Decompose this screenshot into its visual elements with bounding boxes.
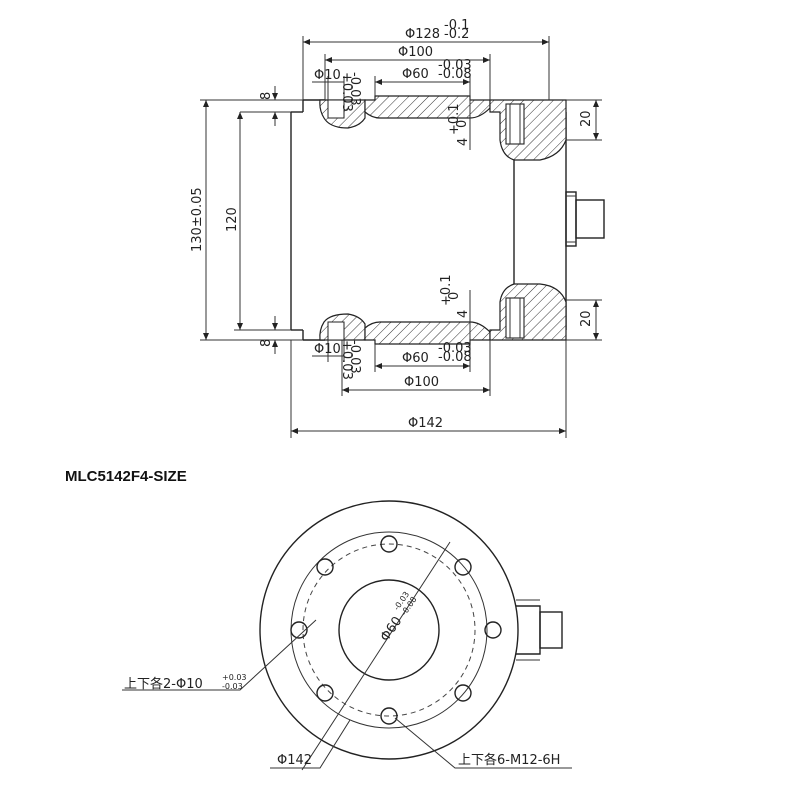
plan-pin-label: 上下各2-Φ10	[124, 676, 203, 692]
dim-d10-bot-tol-up: +0.03	[339, 340, 354, 380]
dim-h20-top: 20	[579, 110, 594, 127]
dim-d10-top: Φ10	[314, 68, 341, 83]
top-dimensions: Φ128 -0.1 -0.2 Φ100 Φ10 +0.03 -0.03 Φ60 …	[240, 18, 602, 150]
pin-leader	[122, 619, 317, 691]
dim-d10-bot-tol-dn: -0.03	[347, 340, 362, 374]
dim-d60-bot-tol-up: -0.03	[438, 341, 472, 356]
top-flange-section	[291, 95, 567, 161]
plan-view: 上下各2-Φ10 +0.03 -0.03 Φ142 上下各6-M12-6H Φ6…	[122, 500, 572, 771]
thread-leader	[394, 717, 572, 769]
cable-connector	[565, 191, 605, 247]
height-dimensions: 130±0.05 120	[190, 99, 303, 341]
plan-outer-label: Φ142	[277, 753, 312, 768]
bolt-hole	[380, 707, 398, 725]
outer-leader	[270, 719, 351, 769]
plan-pin-tol-dn: -0.03	[222, 682, 243, 691]
dim-h8-bot: 8	[259, 339, 274, 347]
dim-depth4-bot: 4	[456, 310, 471, 318]
dim-h8-top: 8	[259, 92, 274, 100]
dim-d142: Φ142	[408, 416, 443, 431]
bolt-hole	[484, 621, 502, 639]
dim-h20-bot: 20	[579, 310, 594, 327]
plan-thread-label: 上下各6-M12-6H	[458, 752, 560, 768]
dim-h120: 120	[225, 207, 240, 232]
dim-depth4-bot-tol-dn: 0	[447, 292, 462, 300]
side-view: Φ128 -0.1 -0.2 Φ100 Φ10 +0.03 -0.03 Φ60 …	[190, 18, 605, 438]
plan-d60-group: Φ60 -0.03 -0.08	[378, 590, 419, 645]
dim-d10-top-tol-up: +0.03	[339, 72, 354, 112]
bolt-hole	[290, 621, 308, 639]
outer-circle	[259, 500, 519, 760]
dim-depth4-bot-tol-up: +0.1	[439, 274, 454, 306]
center-bore	[338, 579, 440, 681]
diameter-line	[301, 541, 451, 771]
dim-d60-top: Φ60	[402, 67, 429, 82]
dim-d100-top: Φ100	[398, 45, 433, 60]
dim-d60-top-tol-up: -0.03	[438, 58, 472, 73]
dim-d128: Φ128	[405, 27, 440, 42]
dim-d100-bot: Φ100	[404, 375, 439, 390]
dim-d60-bot-tol-dn: -0.08	[438, 350, 472, 365]
dim-d128-tol-dn: -0.2	[444, 27, 469, 42]
bolt-hole	[380, 535, 398, 553]
dim-d10-bot: Φ10	[314, 342, 341, 357]
dim-d60-bot: Φ60	[402, 351, 429, 366]
bolt-hole	[454, 558, 472, 576]
bolt-hole	[454, 684, 472, 702]
dim-depth4-top-tol-up: +0.1	[447, 103, 462, 135]
plan-connector	[516, 599, 563, 661]
bolt-holes	[290, 535, 502, 725]
bolt-hole	[316, 558, 334, 576]
dim-depth4-top: 4	[456, 138, 471, 146]
dim-depth4-top-tol-dn: 0	[455, 120, 470, 128]
plan-pin-tol-up: +0.03	[222, 673, 247, 682]
plan-d60-label: Φ60	[378, 614, 406, 645]
dim-h130: 130±0.05	[190, 187, 205, 252]
bolt-hole	[316, 684, 334, 702]
bottom-flange-section	[291, 283, 567, 345]
dim-d60-top-tol-dn: -0.08	[438, 67, 472, 82]
dim-d10-top-tol-dn: -0.03	[347, 72, 362, 106]
bottom-dimensions: 4 +0.1 0 20 8 Φ10 +0.03 -0.03 Φ60 -0.03 …	[240, 274, 602, 438]
dim-d128-tol-up: -0.1	[444, 18, 469, 33]
drawing-title: MLC5142F4-SIZE	[65, 468, 187, 485]
bolt-circle	[302, 543, 476, 717]
